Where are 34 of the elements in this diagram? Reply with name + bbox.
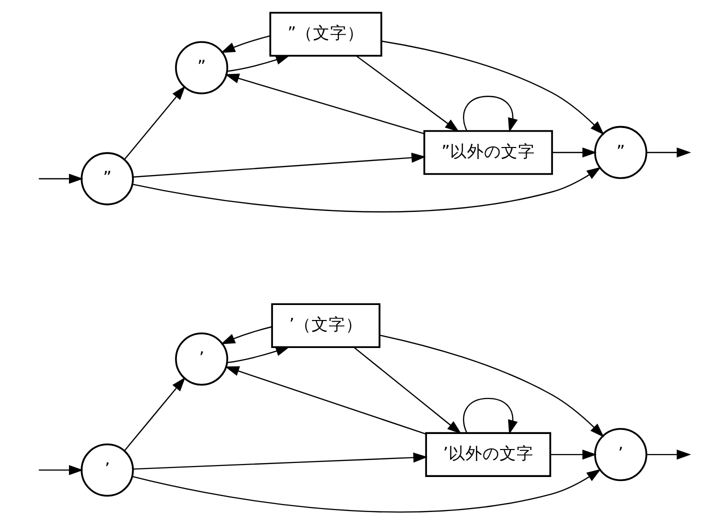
arrow: [132, 469, 602, 513]
node-circle: ”: [80, 152, 134, 206]
arrow: [133, 152, 426, 178]
node-circle: ’: [175, 332, 228, 386]
node-box: ’（文字）: [271, 303, 380, 348]
node-circle: ’: [594, 428, 648, 482]
arrow: [224, 74, 424, 134]
arrow: [133, 452, 428, 470]
node-box: ’以外の文字: [425, 432, 552, 477]
arrow: [220, 35, 270, 53]
arrow: [227, 346, 290, 364]
arrow: [353, 346, 462, 434]
arrow: [646, 450, 692, 460]
arrow: [220, 326, 272, 344]
arrow: [550, 450, 597, 460]
arrow: [38, 465, 84, 476]
arrow: [124, 86, 186, 160]
arrow: [646, 147, 692, 158]
arrow: [462, 398, 518, 434]
arrow: [552, 147, 597, 158]
arrow: [38, 174, 84, 184]
node-circle: ”: [594, 126, 648, 180]
arrow: [381, 40, 604, 135]
arrow: [132, 166, 602, 212]
arrow: [462, 96, 518, 132]
arrow: [379, 334, 604, 438]
node-box: ”（文字）: [269, 12, 382, 57]
arrow: [224, 366, 426, 435]
arrow: [124, 377, 186, 452]
arrow: [227, 55, 290, 72]
arrow: [356, 55, 460, 132]
node-circle: ’: [80, 444, 134, 497]
node-circle: ”: [175, 41, 228, 94]
node-box: ”以外の文字: [423, 130, 553, 175]
